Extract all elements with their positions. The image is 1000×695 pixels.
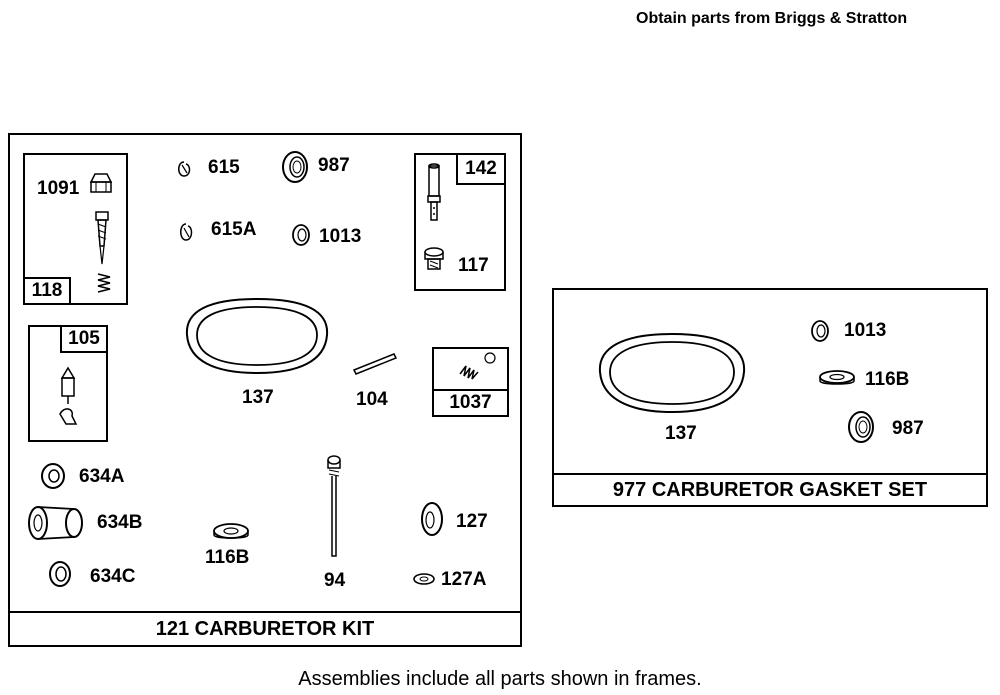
gasket-set-title: 977 CARBURETOR GASKET SET xyxy=(554,473,986,505)
emulsion-tube-icon xyxy=(427,163,441,221)
float-bowl-gasket-icon xyxy=(185,297,329,375)
jet-icon xyxy=(424,247,444,270)
part-137-label: 137 xyxy=(242,387,274,408)
gasket-part-137-label: 137 xyxy=(665,423,697,444)
gasket-washer-116b-icon xyxy=(819,370,855,385)
part-104-label: 104 xyxy=(356,389,388,410)
carburetor-kit-title: 121 CARBURETOR KIT xyxy=(10,611,520,645)
assembly-118-label: 118 xyxy=(23,277,71,305)
bushing-634b-icon xyxy=(28,506,83,540)
part-127a-label: 127A xyxy=(441,569,487,590)
needle-valve-icon xyxy=(95,211,109,265)
part-634c-label: 634C xyxy=(90,566,136,587)
gasket-part-987-label: 987 xyxy=(892,418,924,439)
part-987-label: 987 xyxy=(318,155,350,176)
part-615a-label: 615A xyxy=(211,219,257,240)
washer-634c-icon xyxy=(49,561,71,587)
part-94-label: 94 xyxy=(324,570,346,591)
footer-note: Assemblies include all parts shown in fr… xyxy=(298,668,702,690)
part-116b-label: 116B xyxy=(205,547,250,568)
float-needle-icon xyxy=(59,366,78,425)
part-117-label: 117 xyxy=(458,255,489,276)
screw-94-icon xyxy=(327,455,341,557)
washer-116b-icon xyxy=(213,523,249,539)
gasket-part-116b-label: 116B xyxy=(865,369,910,390)
washer-127-icon xyxy=(421,502,443,536)
gasket-seal-987-icon xyxy=(848,411,874,443)
part-615-label: 615 xyxy=(208,157,240,178)
assembly-105-label: 105 xyxy=(60,325,108,353)
washer-1013-icon xyxy=(292,224,310,246)
header-note: Obtain parts from Briggs & Stratton xyxy=(636,10,908,27)
assembly-1037-label: 1037 xyxy=(432,389,509,417)
washer-634a-icon xyxy=(41,463,65,489)
seal-987-icon xyxy=(282,151,308,183)
gasket-washer-1013-icon xyxy=(811,320,829,342)
part-1013-label: 1013 xyxy=(319,226,362,247)
part-634b-label: 634B xyxy=(97,512,143,533)
gasket-set-frame: 977 CARBURETOR GASKET SET xyxy=(552,288,988,507)
spring-icon xyxy=(97,273,111,293)
assembly-118-frame xyxy=(23,153,128,305)
gasket-set-ring-icon xyxy=(598,332,746,414)
assembly-142-label: 142 xyxy=(456,153,506,185)
washer-127a-icon xyxy=(413,573,435,585)
part-1091-label: 1091 xyxy=(37,178,80,199)
choke-shaft-nut-icon xyxy=(89,173,113,193)
part-127-label: 127 xyxy=(456,511,488,532)
carburetor-kit-frame: 121 CARBURETOR KIT xyxy=(8,133,522,647)
clip-615a-icon xyxy=(180,223,193,241)
clip-615-icon xyxy=(178,161,191,177)
gasket-part-1013-label: 1013 xyxy=(844,320,887,341)
pin-104-icon xyxy=(352,353,398,375)
part-634a-label: 634A xyxy=(79,466,125,487)
check-ball-spring-icon xyxy=(459,352,496,380)
